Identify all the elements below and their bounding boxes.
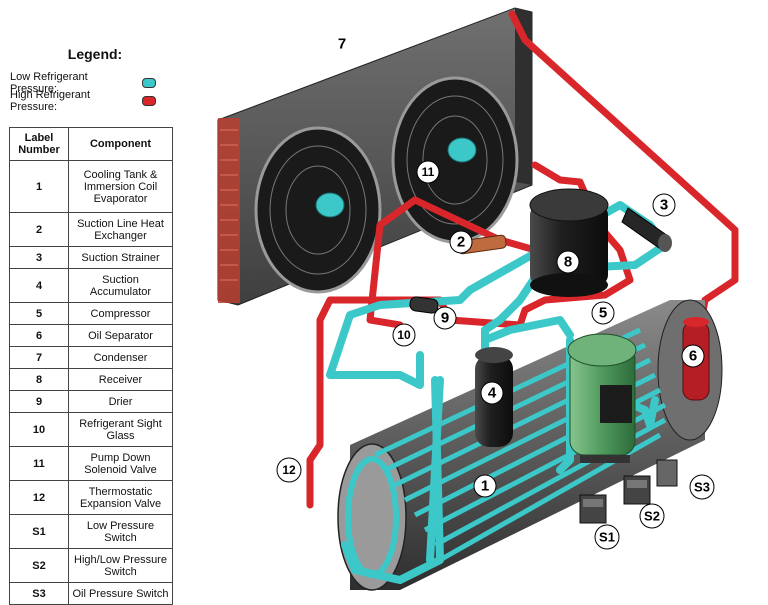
component-cell: Pump Down Solenoid Valve — [68, 446, 173, 481]
label-number-cell: 8 — [9, 368, 69, 391]
component-cell: Suction Accumulator — [68, 268, 173, 303]
component-cell: Cooling Tank & Immersion Coil Evaporator — [68, 160, 173, 213]
refrigeration-diagram: 7 11 2 3 8 5 9 10 6 4 1 12 S1 S2 S3 — [217, 7, 739, 591]
callout-7: 7 — [338, 36, 346, 53]
label-number-cell: 2 — [9, 212, 69, 247]
label-number-cell: 7 — [9, 346, 69, 369]
component-cell: Compressor — [68, 302, 173, 325]
callout-3: 3 — [660, 197, 668, 214]
callout-2: 2 — [457, 234, 465, 251]
label-number-cell: 4 — [9, 268, 69, 303]
condenser-fan-left — [254, 126, 382, 294]
component-cell: Oil Separator — [68, 324, 173, 347]
condenser — [217, 7, 533, 306]
legend: Legend: Low Refrigerant Pressure: High R… — [10, 46, 180, 113]
suction-strainer — [621, 207, 672, 252]
label-number-cell: 12 — [9, 480, 69, 515]
callout-10: 10 — [397, 328, 411, 342]
component-cell: Suction Strainer — [68, 246, 173, 269]
label-number-cell: 1 — [9, 160, 69, 213]
callout-s3: S3 — [694, 480, 710, 495]
drier — [409, 296, 439, 314]
header-component: Component — [68, 127, 173, 161]
component-cell: Suction Line Heat Exchanger — [68, 212, 173, 247]
label-number-cell: S2 — [9, 548, 69, 583]
pressure-switches — [579, 459, 678, 524]
label-number-cell: 11 — [9, 446, 69, 481]
label-number-cell: 3 — [9, 246, 69, 269]
component-cell: High/Low Pressure Switch — [68, 548, 173, 583]
component-cell: Condenser — [68, 346, 173, 369]
legend-high-label: High Refrigerant Pressure: — [10, 89, 91, 113]
callout-s2: S2 — [644, 509, 660, 524]
callout-6: 6 — [689, 348, 697, 365]
callouts: 7 11 2 3 8 5 9 10 6 4 1 12 S1 S2 S3 — [276, 36, 715, 550]
label-number-cell: 5 — [9, 302, 69, 325]
callout-4: 4 — [488, 385, 497, 402]
label-number-cell: 10 — [9, 412, 69, 447]
callout-5: 5 — [599, 305, 607, 322]
label-number-cell: S1 — [9, 514, 69, 549]
label-number-cell: 9 — [9, 390, 69, 413]
callout-s1: S1 — [599, 530, 615, 545]
callout-8: 8 — [564, 254, 572, 271]
high-pressure-lines — [306, 10, 739, 509]
header-label-number: Label Number — [9, 127, 69, 161]
label-number-cell: 6 — [9, 324, 69, 347]
callout-9: 9 — [441, 310, 449, 327]
legend-low-swatch — [142, 78, 156, 88]
component-cell: Drier — [68, 390, 173, 413]
component-cell: Thermostatic Expansion Valve — [68, 480, 173, 515]
receiver — [529, 188, 609, 297]
legend-high-row: High Refrigerant Pressure: — [10, 89, 180, 113]
callout-1: 1 — [481, 478, 489, 495]
legend-high-swatch — [142, 96, 156, 106]
legend-low-label: Low Refrigerant Pressure: — [10, 71, 88, 95]
callout-12: 12 — [282, 463, 296, 477]
component-cell: Low Pressure Switch — [68, 514, 173, 549]
component-cell: Refrigerant Sight Glass — [68, 412, 173, 447]
legend-low-row: Low Refrigerant Pressure: — [10, 71, 180, 95]
callout-11: 11 — [422, 165, 435, 179]
component-cell: Receiver — [68, 368, 173, 391]
legend-title: Legend: — [67, 46, 123, 62]
compressor — [567, 333, 637, 463]
table-header-row: Label Number Component — [9, 127, 173, 161]
